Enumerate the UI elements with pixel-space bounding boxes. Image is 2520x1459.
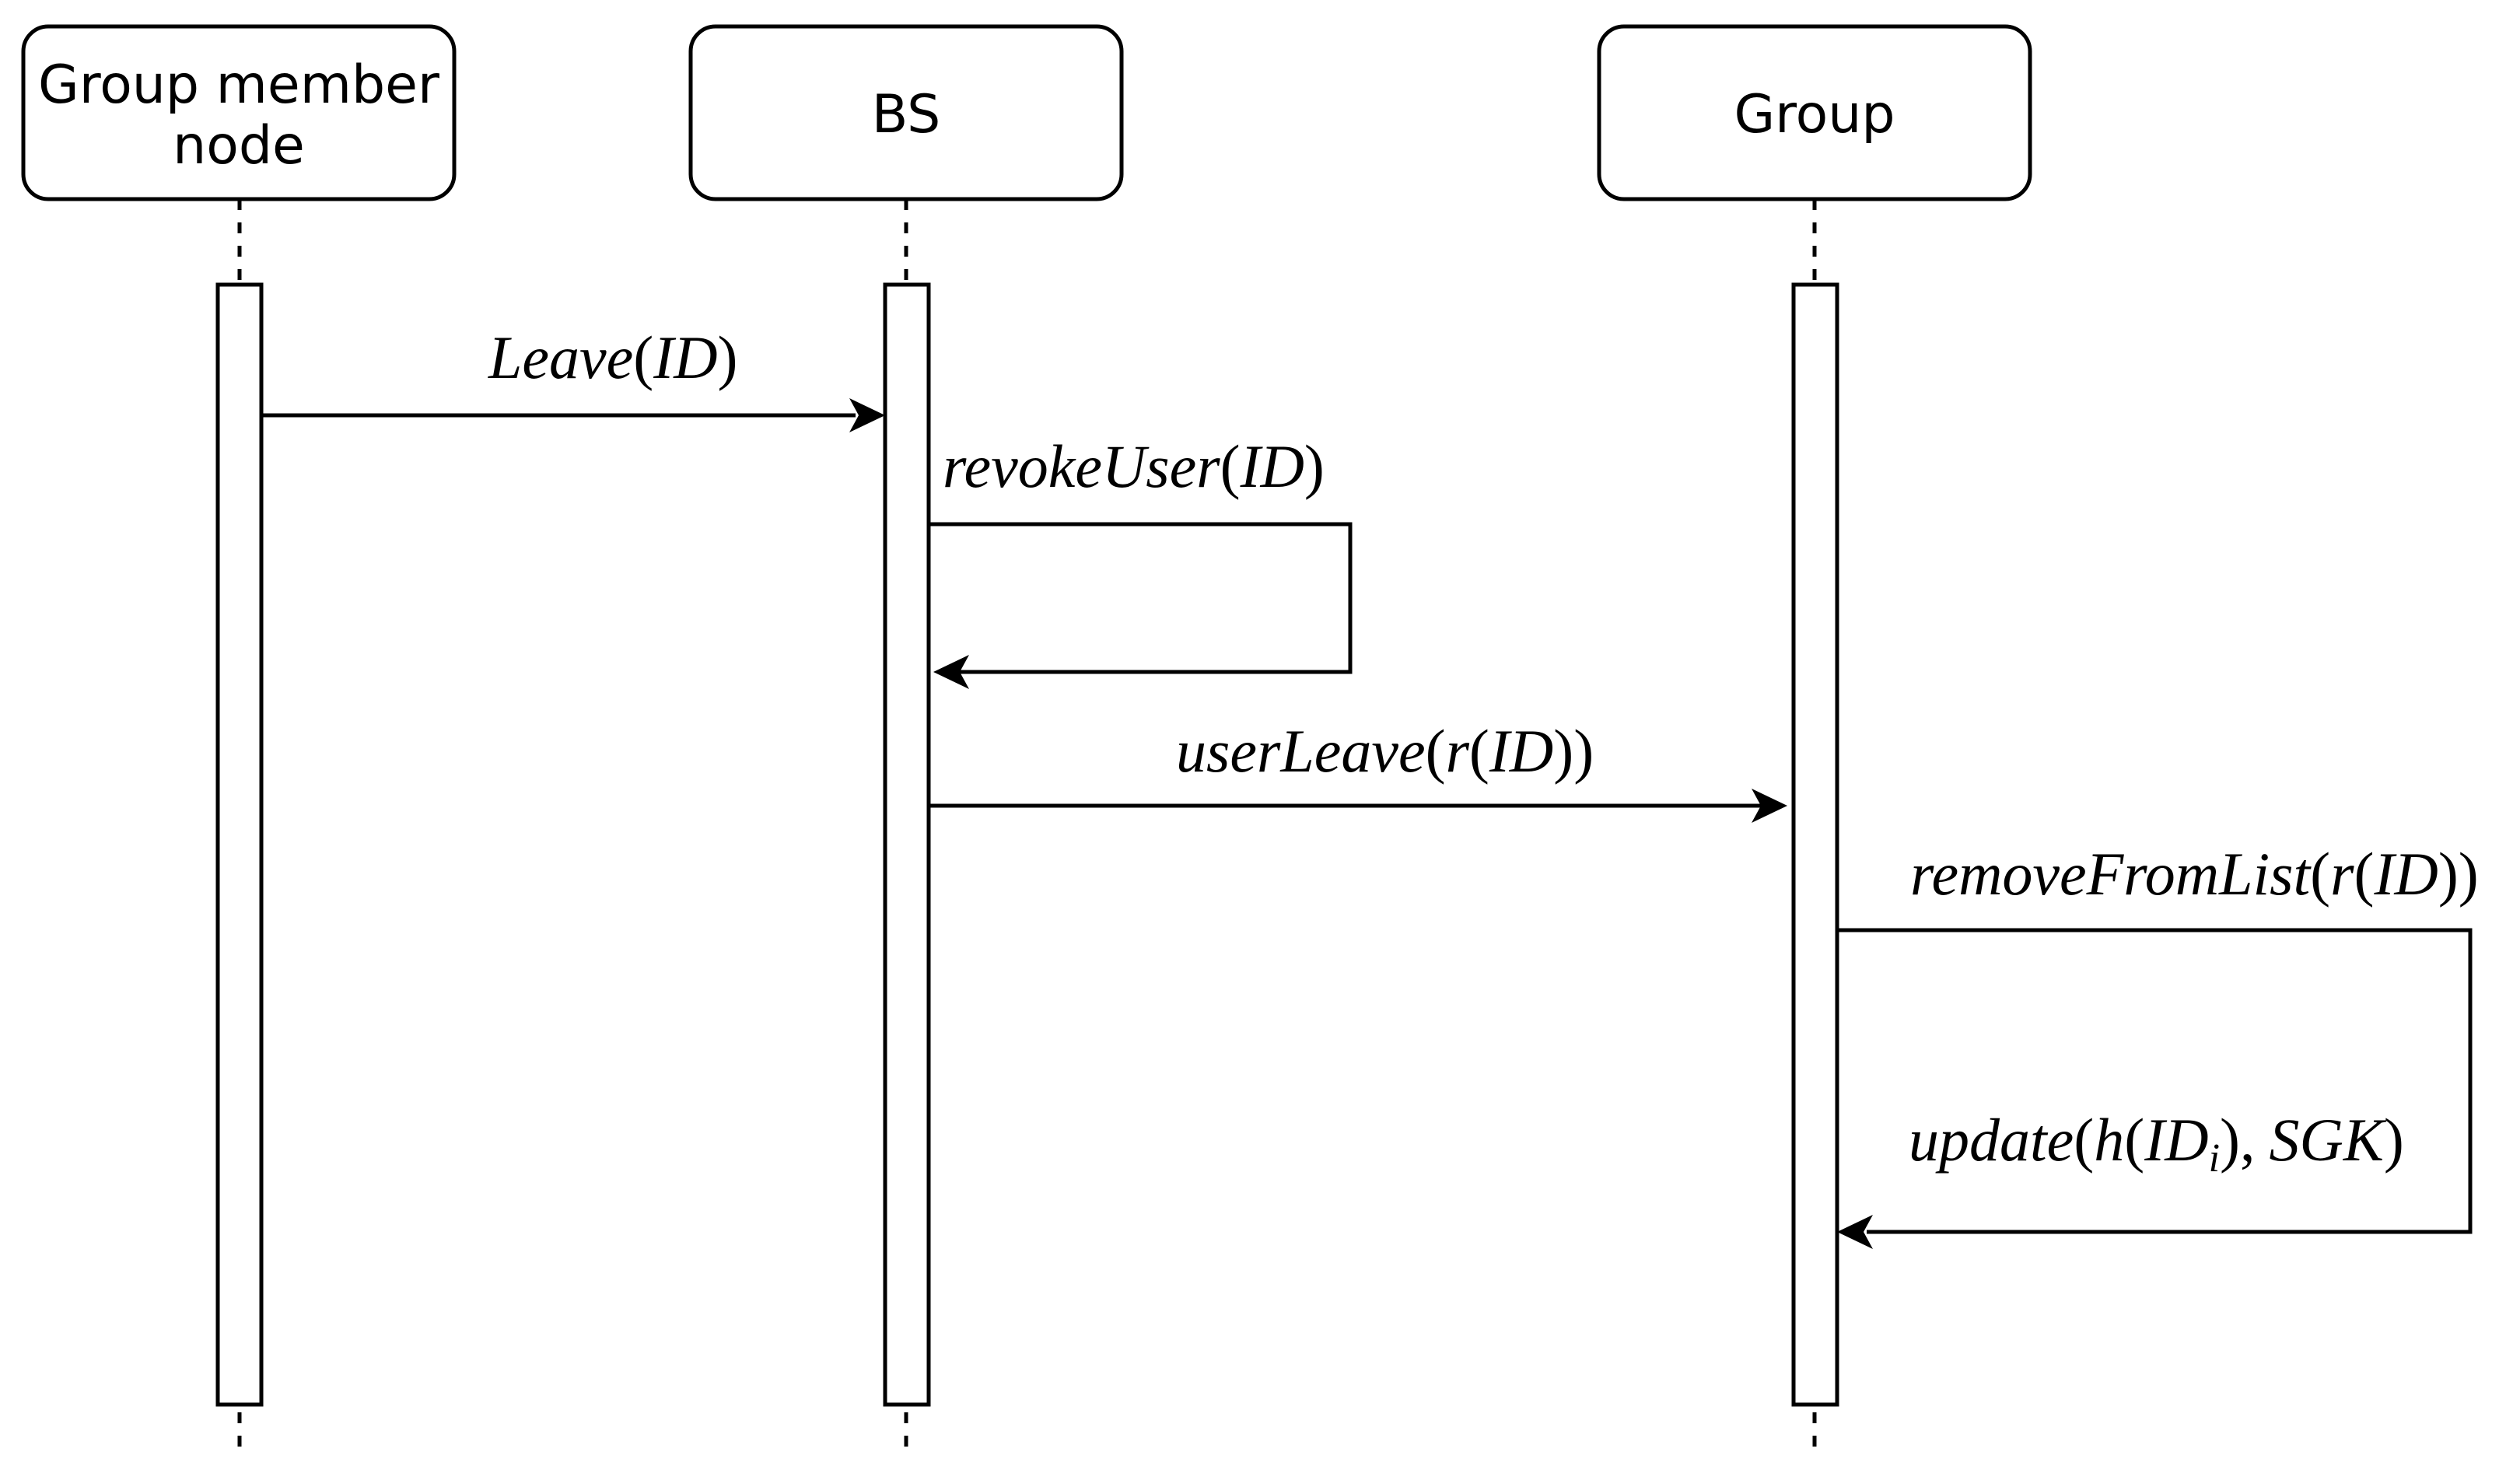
message-update: update(h(IDi),SGK): [1909, 1106, 2404, 1181]
activation-group: [1791, 282, 1839, 1407]
arrowhead-revoke: [933, 655, 969, 689]
message-userleave-label: userLeave(r(ID)): [1176, 717, 1594, 785]
message-revoke-label: revokeUser(ID): [943, 432, 1325, 500]
participant-member: Group member node: [21, 24, 457, 201]
arrowhead-leave: [849, 398, 885, 432]
message-remove: removeFromList(r(ID)): [1836, 840, 2479, 1249]
message-userleave: userLeave(r(ID)): [929, 717, 1787, 823]
participant-member-label-line1: Group member: [38, 54, 439, 116]
participant-group: Group: [1597, 24, 2032, 201]
message-update-label: update(h(IDi),SGK): [1909, 1106, 2404, 1181]
participant-group-label: Group: [1734, 84, 1895, 145]
message-leave-label: Leave(ID): [488, 324, 738, 391]
participant-bs: BS: [688, 24, 1124, 201]
activation-bs: [883, 282, 931, 1407]
message-leave: Leave(ID): [261, 324, 885, 432]
arrowhead-remove: [1837, 1215, 1873, 1249]
message-remove-label: removeFromList(r(ID)): [1910, 840, 2479, 908]
activation-member: [215, 282, 264, 1407]
message-revoke: revokeUser(ID): [929, 432, 1353, 689]
participant-member-label-line2: node: [173, 115, 305, 177]
participant-bs-label: BS: [872, 84, 941, 145]
arrowhead-userleave: [1752, 789, 1787, 823]
